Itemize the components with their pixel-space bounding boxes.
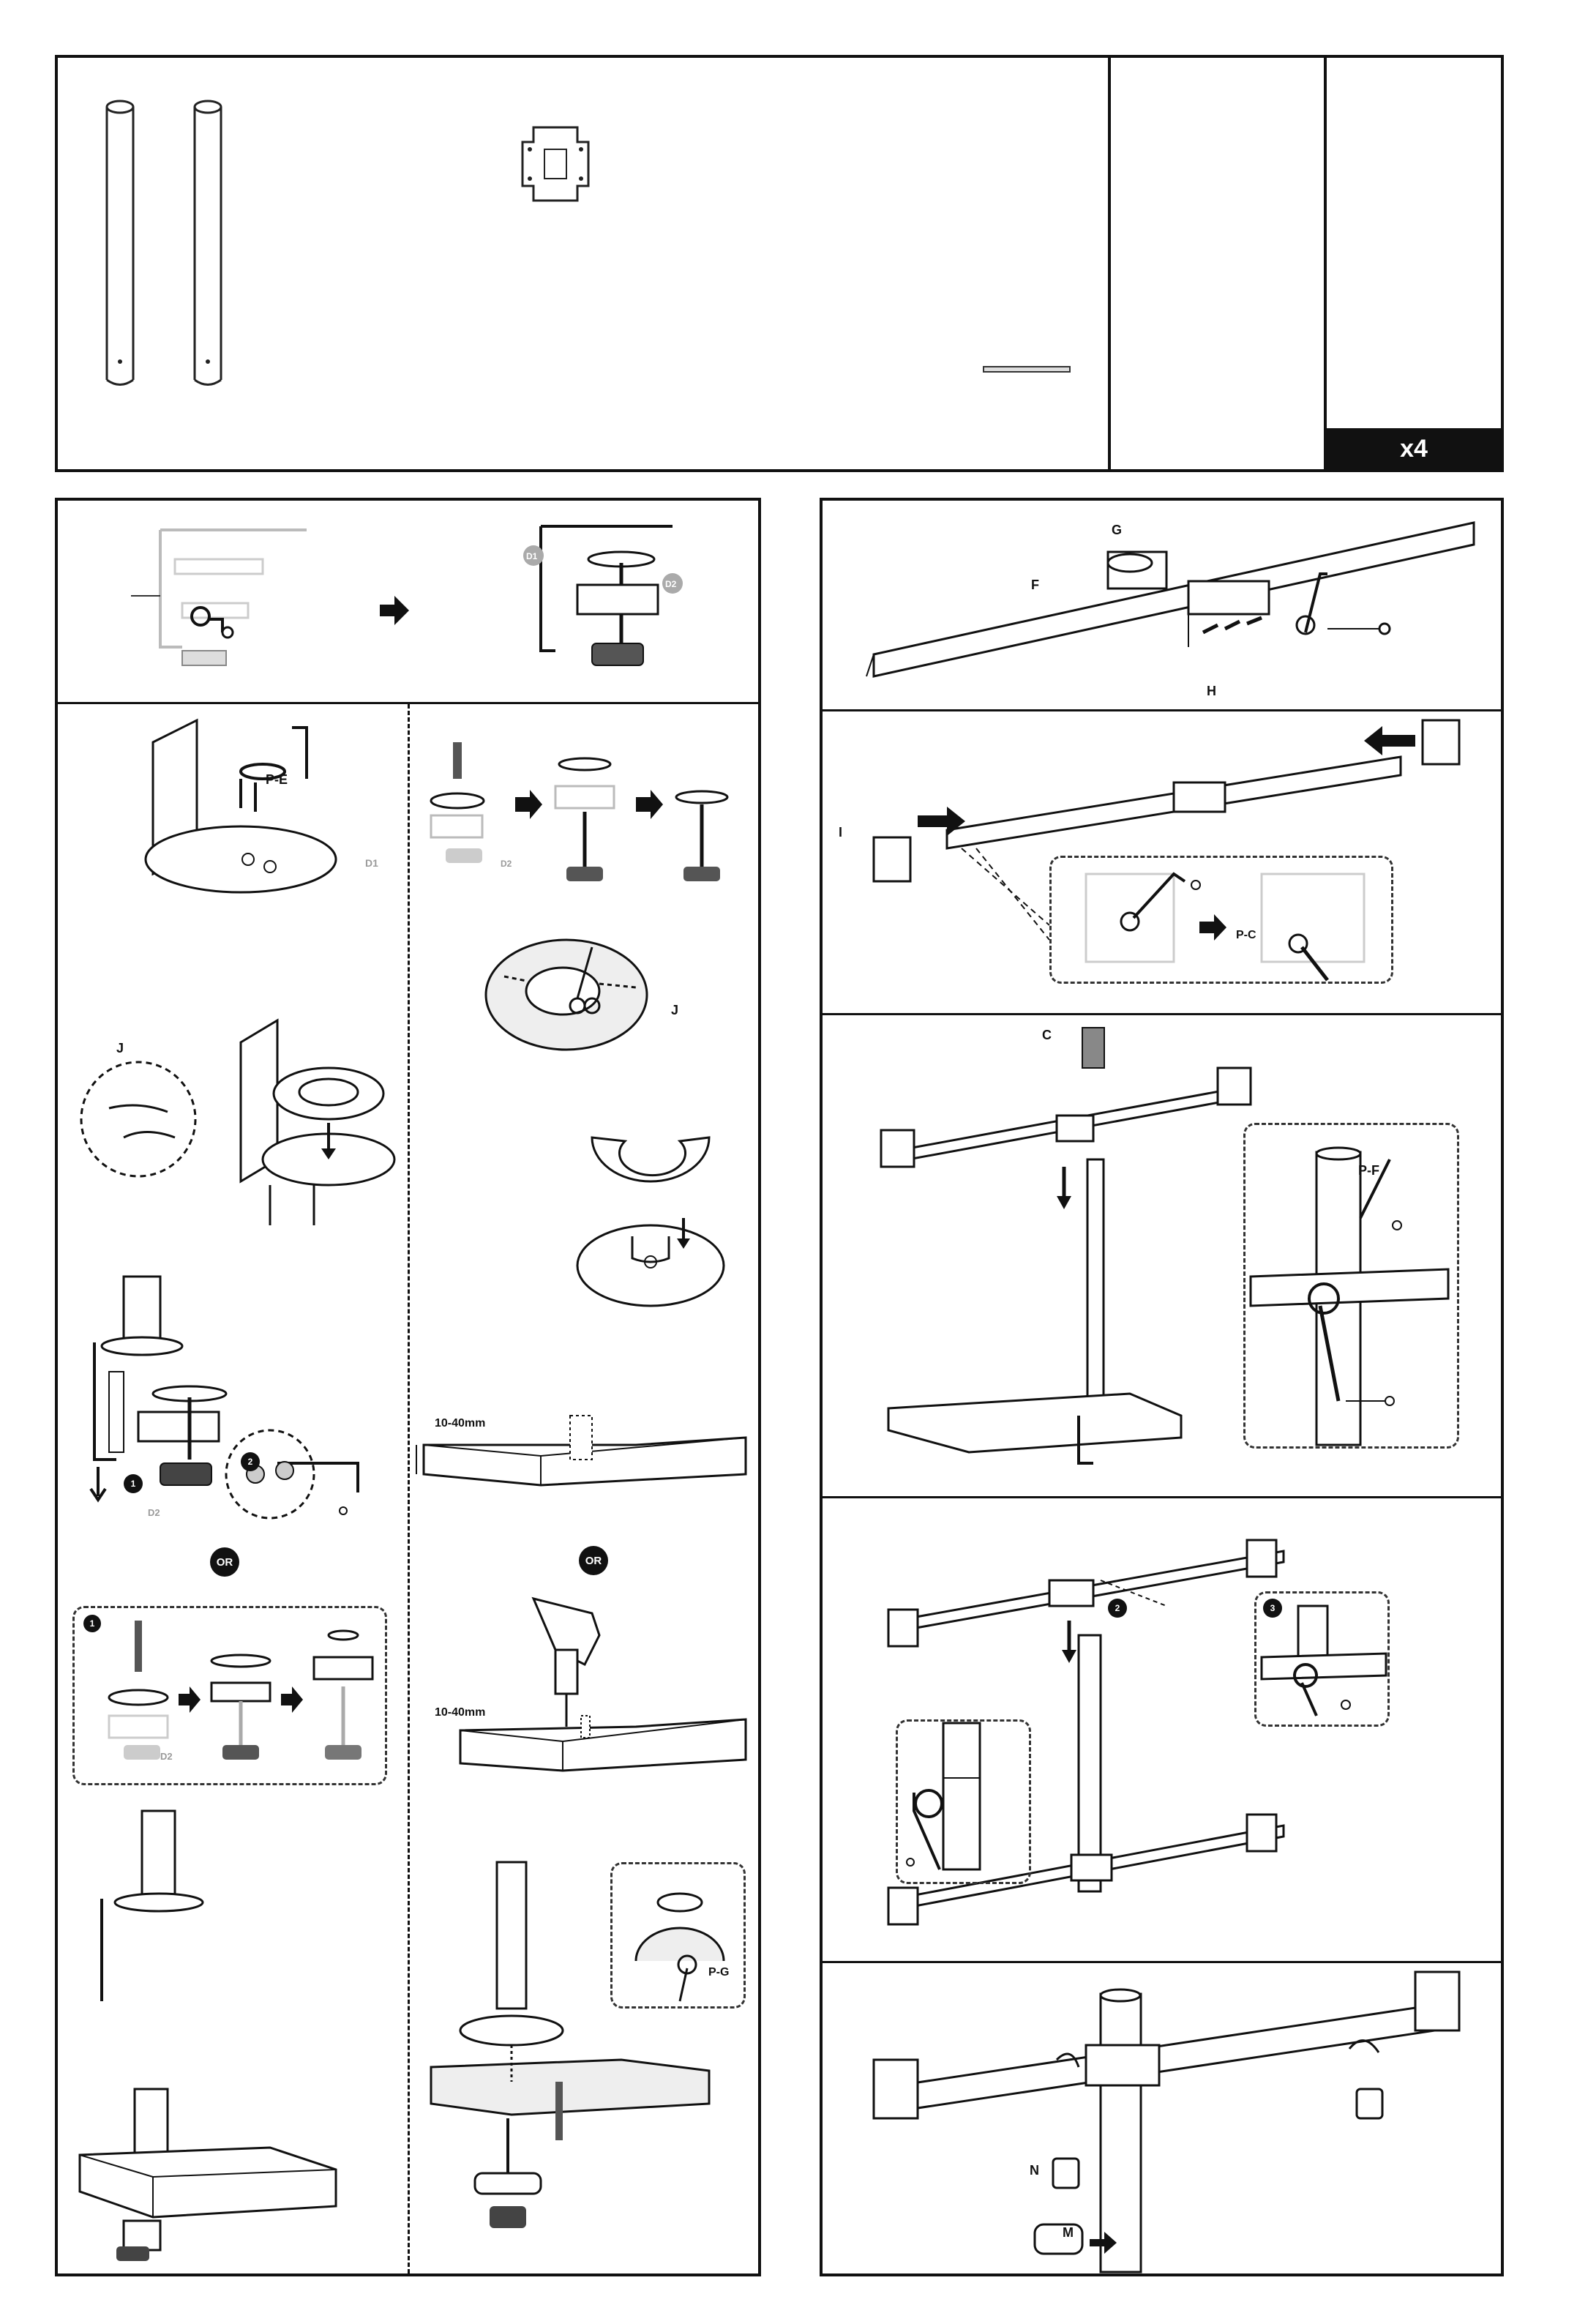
screwdriver-steps-illustration	[416, 742, 753, 903]
label-pe: P-E	[266, 772, 288, 788]
pad-zoom-illustration	[80, 1057, 204, 1181]
label-d1-plate: D1	[365, 857, 378, 869]
quantity-badge: x4	[1327, 428, 1501, 469]
label-mm-clamp: 10-40mm	[435, 1417, 485, 1430]
label-pg: P-G	[708, 1966, 729, 1979]
pad-plate-illustration	[226, 1013, 402, 1225]
label-m: M	[1063, 2225, 1074, 2241]
desk-thickness-illustration-2	[416, 1708, 753, 1826]
left-instructions-panel: D1 D2 P-E D1 J	[55, 498, 761, 2276]
clamp-step-illustration-before	[146, 523, 321, 684]
parts-panel: x4	[55, 55, 1504, 472]
label-pf: P-F	[1358, 1163, 1379, 1178]
pole-joint-detail-illustration	[903, 1723, 1027, 1884]
step-badge-2: 2	[241, 1452, 260, 1471]
alt-steps-illustration	[94, 1613, 380, 1774]
pad-cut-illustration	[482, 933, 658, 1057]
label-j-small: J	[116, 1041, 124, 1056]
label-pc: P-C	[1236, 929, 1256, 942]
label-i: I	[839, 825, 842, 840]
vesa-plate-illustration	[519, 124, 592, 204]
pole-detail-illustration	[1251, 1130, 1456, 1445]
cable-management-illustration	[874, 1972, 1488, 2265]
label-d2-top: D2	[665, 579, 676, 589]
label-d2-screw: D2	[501, 859, 512, 869]
pole-illustration-2	[193, 98, 230, 391]
label-h: H	[1207, 684, 1216, 699]
right-step-badge-3: 3	[1263, 1599, 1282, 1618]
right-instructions-panel: G F H I P-C C	[820, 498, 1504, 2276]
label-n: N	[1030, 2163, 1039, 2178]
label-d2-clamp: D2	[148, 1507, 160, 1518]
connector-detail-illustration	[1262, 1599, 1386, 1723]
spacer-bar-illustration	[984, 365, 1071, 374]
left-divider-v	[408, 704, 410, 2273]
label-d2-alt: D2	[160, 1751, 173, 1762]
or-badge-right: OR	[579, 1546, 608, 1575]
label-c: C	[1042, 1028, 1052, 1043]
next-arrow	[380, 596, 409, 625]
down-arrow-2	[1148, 1015, 1175, 1025]
parts-divider-1	[1108, 58, 1111, 469]
pad-plate-split-illustration	[570, 1108, 746, 1320]
or-badge-left: OR	[210, 1547, 239, 1577]
parts-divider-2	[1324, 58, 1327, 469]
label-d1-top: D1	[526, 551, 537, 561]
bracket-detail-illustration	[1064, 859, 1386, 984]
right-step-badge-2: 2	[1108, 1599, 1127, 1618]
label-j-large: J	[671, 1003, 678, 1018]
base-plate-illustration	[138, 713, 358, 903]
crossbar-assembly-illustration	[874, 508, 1481, 698]
down-arrow-3	[1148, 1498, 1175, 1509]
clamp-step-illustration-after	[475, 519, 694, 687]
label-f: F	[1031, 578, 1039, 593]
label-mm-grommet: 10-40mm	[435, 1706, 485, 1719]
grommet-detail-illustration	[621, 1873, 738, 2005]
step-badge-1: 1	[124, 1474, 143, 1493]
desk-thickness-illustration-1	[416, 1416, 753, 1540]
pole-insertion-illustration	[881, 1028, 1262, 1482]
pole-illustration-1	[105, 98, 142, 391]
final-clamp-illustration	[80, 1811, 387, 2265]
label-g: G	[1112, 523, 1122, 538]
